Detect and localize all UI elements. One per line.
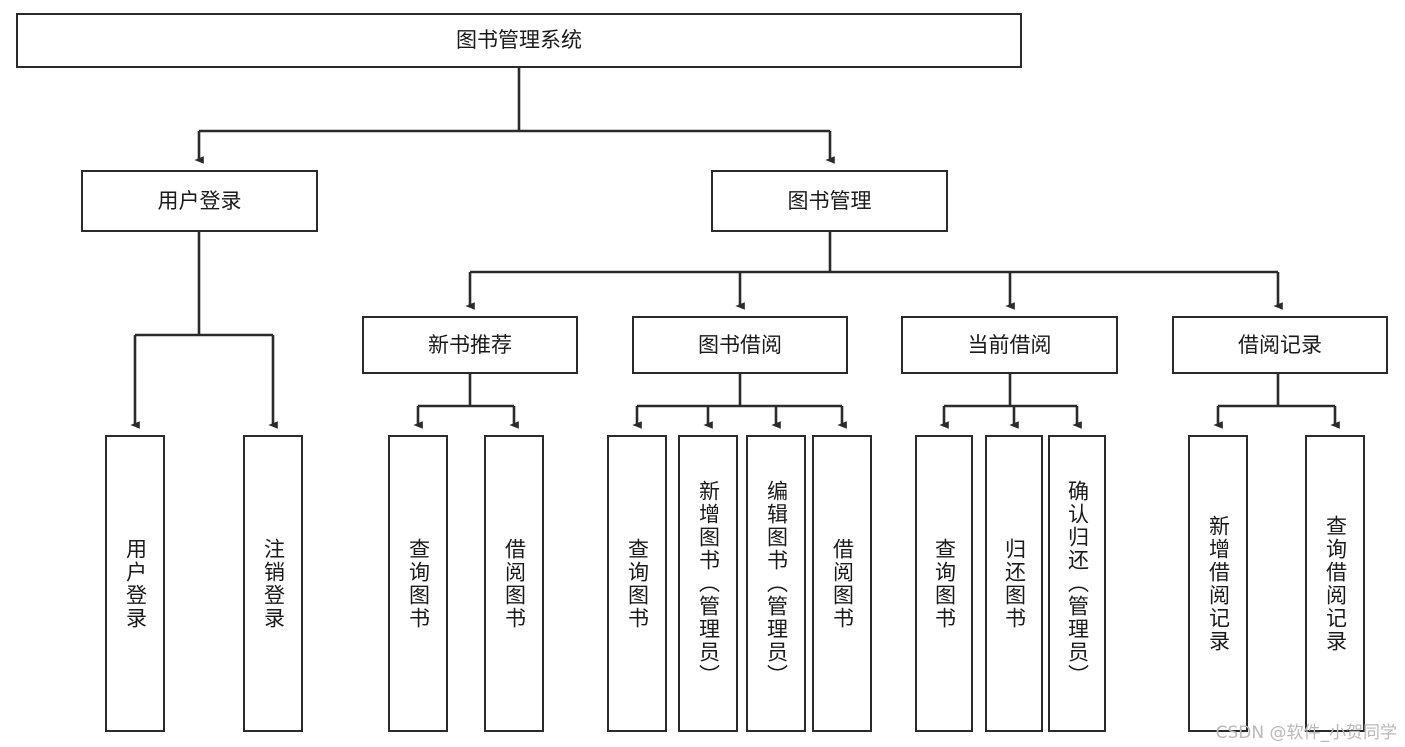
node-leaf-add-record[interactable]: 新增借阅记录 — [1188, 435, 1248, 732]
node-borrow-record-label: 借阅记录 — [1238, 332, 1322, 357]
node-leaf-borrow-book-1[interactable]: 借阅图书 — [484, 435, 544, 732]
node-leaf-user-login-label: 用户登录 — [123, 537, 148, 630]
node-book-management-label: 图书管理 — [787, 188, 872, 213]
node-leaf-logout-login-label: 注销登录 — [261, 537, 286, 630]
node-leaf-return-book[interactable]: 归还图书 — [985, 435, 1043, 732]
node-current-borrow-label: 当前借阅 — [967, 332, 1052, 357]
node-leaf-logout-login[interactable]: 注销登录 — [243, 435, 303, 732]
node-leaf-add-book[interactable]: 新增图书（管理员） — [678, 435, 738, 732]
node-leaf-confirm-return[interactable]: 确认归还（管理员） — [1048, 435, 1106, 732]
node-new-book-recommend-label: 新书推荐 — [428, 332, 512, 357]
node-leaf-query-book-3[interactable]: 查询图书 — [915, 435, 973, 732]
node-leaf-query-book-2-label: 查询图书 — [625, 537, 650, 630]
node-leaf-add-book-label: 新增图书（管理员） — [696, 480, 721, 687]
node-book-borrow[interactable]: 图书借阅 — [632, 316, 848, 374]
node-leaf-edit-book[interactable]: 编辑图书（管理员） — [746, 435, 806, 732]
node-leaf-add-record-label: 新增借阅记录 — [1206, 514, 1231, 653]
node-leaf-user-login[interactable]: 用户登录 — [105, 435, 165, 732]
watermark-text: CSDN @软件_小贺同学 — [1215, 723, 1397, 743]
node-leaf-borrow-book-2[interactable]: 借阅图书 — [812, 435, 872, 732]
node-user-login-label: 用户登录 — [157, 188, 242, 213]
node-leaf-query-book-1-label: 查询图书 — [406, 537, 431, 630]
node-borrow-record[interactable]: 借阅记录 — [1172, 316, 1388, 374]
node-root-label: 图书管理系统 — [456, 28, 582, 53]
node-leaf-query-book-1[interactable]: 查询图书 — [388, 435, 448, 732]
node-root[interactable]: 图书管理系统 — [16, 13, 1022, 68]
node-leaf-query-book-2[interactable]: 查询图书 — [607, 435, 667, 732]
node-book-management[interactable]: 图书管理 — [711, 170, 948, 232]
node-leaf-borrow-book-1-label: 借阅图书 — [502, 537, 527, 630]
node-leaf-query-record-label: 查询借阅记录 — [1323, 514, 1348, 653]
node-leaf-borrow-book-2-label: 借阅图书 — [830, 537, 855, 630]
node-leaf-confirm-return-label: 确认归还（管理员） — [1065, 480, 1090, 687]
node-leaf-query-record[interactable]: 查询借阅记录 — [1305, 435, 1365, 732]
node-new-book-recommend[interactable]: 新书推荐 — [362, 316, 578, 374]
node-current-borrow[interactable]: 当前借阅 — [901, 316, 1118, 374]
node-leaf-edit-book-label: 编辑图书（管理员） — [764, 480, 789, 687]
node-book-borrow-label: 图书借阅 — [698, 332, 782, 357]
node-user-login[interactable]: 用户登录 — [81, 170, 318, 232]
node-leaf-return-book-label: 归还图书 — [1002, 537, 1027, 630]
node-leaf-query-book-3-label: 查询图书 — [932, 537, 957, 630]
